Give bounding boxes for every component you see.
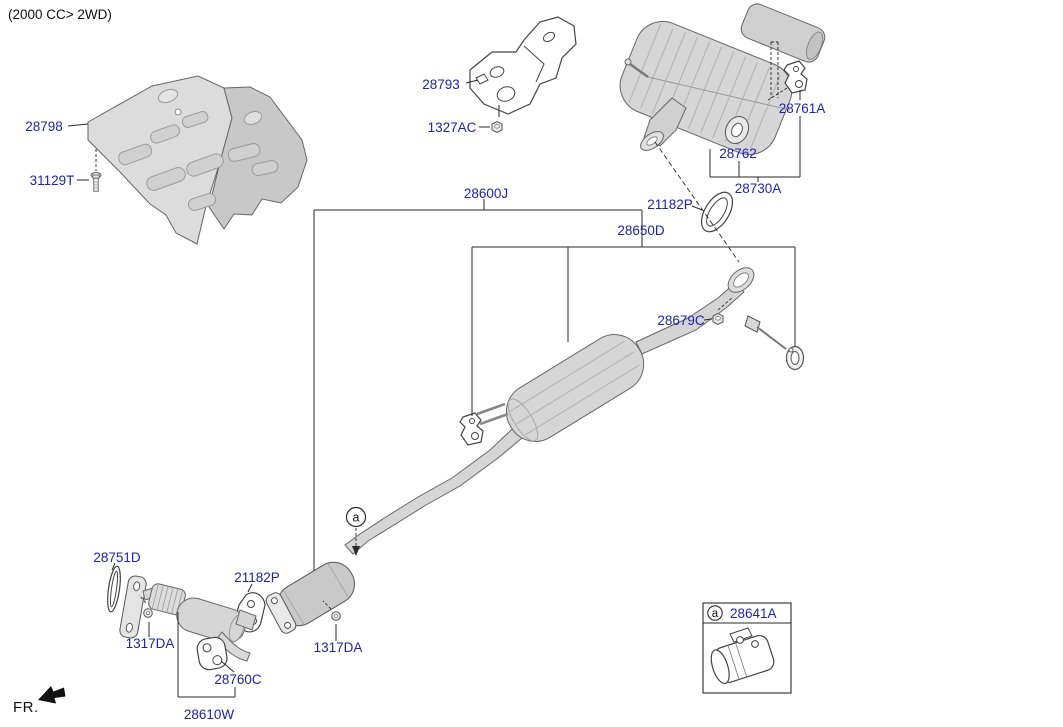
hanger-28760c-drawing: [196, 636, 228, 671]
center-muffler-hanger-drawing: [459, 402, 509, 446]
hanger-28761a-drawing: [783, 60, 808, 94]
alignment-dash-lines: [95, 41, 788, 610]
label-28751d: 28751D: [93, 550, 141, 565]
label-28679c: 28679C: [657, 313, 705, 328]
label-28761a: 28761A: [779, 101, 826, 116]
center-muffler-drawing: [505, 334, 645, 442]
label-1317da-right: 1317DA: [314, 640, 363, 655]
bolt-31129t-drawing: [90, 172, 102, 192]
heat-shield-drawing: [87, 75, 308, 245]
clamp-28641a-drawing: [710, 627, 775, 685]
part-labels: 28798 31129T 28793 1327AC 28600J 28761A …: [25, 77, 825, 722]
rear-muffler-drawing: [619, 3, 826, 155]
label-21182p-upper: 21182P: [647, 197, 693, 212]
callout-a-letter: a: [353, 511, 360, 525]
legend-box: a: [702, 602, 792, 694]
label-28650d: 28650D: [617, 223, 665, 238]
gasket-upper-drawing: [700, 191, 734, 233]
center-pipe-drawing: [344, 417, 535, 555]
front-direction: FR.: [13, 686, 66, 716]
catalyst-drawing: [265, 561, 356, 634]
label-28610w: 28610W: [184, 707, 235, 722]
legend-callout-letter: a: [712, 608, 719, 620]
label-1317da-left: 1317DA: [126, 636, 175, 651]
fr-arrow-icon: [38, 686, 66, 704]
label-31129t: 31129T: [30, 173, 75, 188]
label-28600j: 28600J: [464, 186, 508, 201]
leader-lines: [67, 79, 801, 698]
label-28760c: 28760C: [214, 672, 262, 687]
fr-label: FR.: [13, 699, 39, 716]
nut-1327ac-drawing: [491, 120, 503, 134]
callout-a-marker: a: [345, 506, 367, 556]
label-28730a: 28730A: [735, 181, 782, 196]
label-28641a: 28641A: [730, 606, 777, 621]
label-28793: 28793: [422, 77, 460, 92]
label-28762: 28762: [719, 146, 757, 161]
label-21182p-lower: 21182P: [234, 570, 280, 585]
support-bracket-drawing: [469, 16, 577, 115]
insulator-28762-drawing: [724, 115, 750, 145]
nut-28679c-drawing: [712, 312, 724, 326]
label-28798: 28798: [25, 119, 63, 134]
center-muffler-rear-pipe-drawing: [635, 267, 805, 371]
diagram-variant-title: (2000 CC> 2WD): [8, 7, 112, 22]
label-1327ac: 1327AC: [428, 120, 477, 135]
front-pipe-drawing: [107, 565, 257, 662]
